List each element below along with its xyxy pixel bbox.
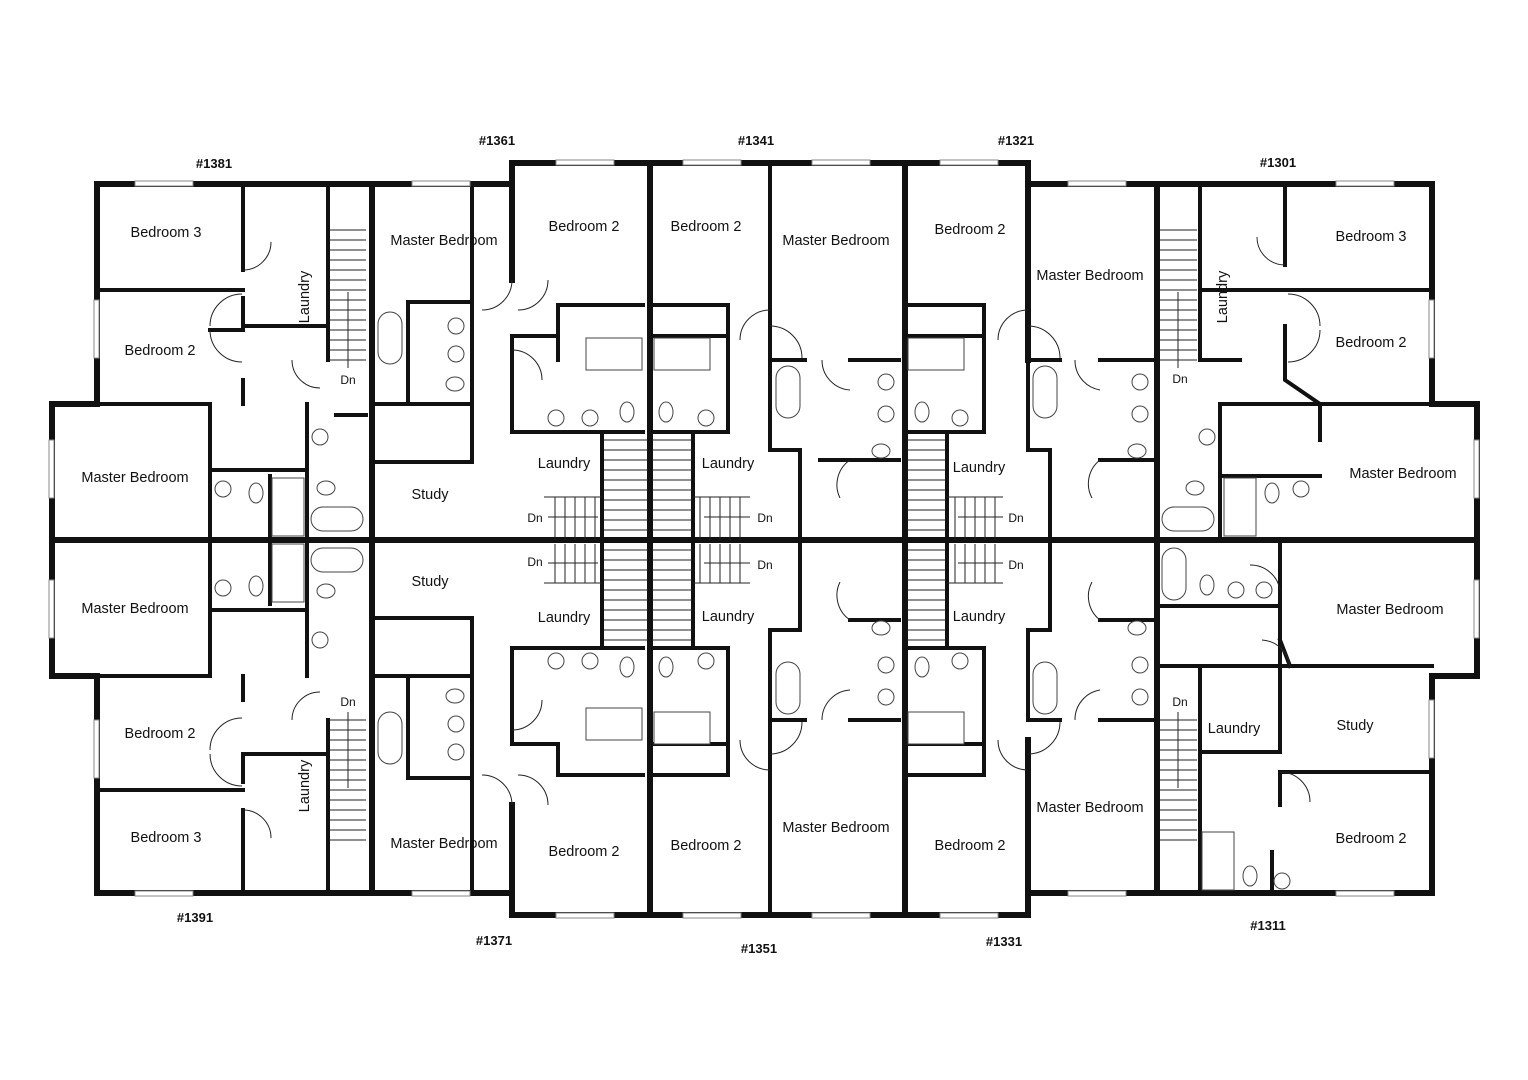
bathroom-fixtures <box>214 311 1310 891</box>
room-label: Laundry <box>1215 270 1231 323</box>
unit-number: #1371 <box>476 933 512 948</box>
stairs <box>330 229 1197 841</box>
unit-number-labels: #1381 #1361 #1341 #1321 #1301 #1391 #137… <box>177 133 1296 956</box>
room-label: Laundry <box>297 759 313 812</box>
stair-dn-label: Dn <box>1172 695 1187 709</box>
stair-dn-label: Dn <box>757 558 772 572</box>
room-label: Laundry <box>702 456 755 472</box>
room-label: Bedroom 2 <box>549 844 620 860</box>
room-label: Master Bedroom <box>1336 602 1443 618</box>
room-label: Bedroom 2 <box>1336 335 1407 351</box>
stair-dn-label: Dn <box>1172 372 1187 386</box>
room-label: Bedroom 2 <box>671 219 742 235</box>
unit-number: #1311 <box>1250 918 1285 933</box>
unit-number: #1391 <box>177 910 213 925</box>
room-label: Laundry <box>538 610 591 626</box>
unit-number: #1351 <box>741 941 777 956</box>
room-label: Laundry <box>953 460 1006 476</box>
room-label: Master Bedroom <box>81 601 188 617</box>
stair-dn-label: Dn <box>340 695 355 709</box>
room-label: Master Bedroom <box>782 233 889 249</box>
room-label: Master Bedroom <box>390 836 497 852</box>
room-label: Bedroom 3 <box>131 225 202 241</box>
stair-dn-label: Dn <box>340 373 355 387</box>
stair-dn-label: Dn <box>527 555 542 569</box>
walls <box>49 160 1480 918</box>
unit-number: #1341 <box>738 133 774 148</box>
door-swings <box>209 236 1321 839</box>
stair-dn-label: Dn <box>1008 558 1023 572</box>
unit-number: #1381 <box>196 156 232 171</box>
room-label: Master Bedroom <box>390 233 497 249</box>
room-label: Laundry <box>1208 721 1261 737</box>
unit-number: #1361 <box>479 133 515 148</box>
stair-dn-label: Dn <box>1008 511 1023 525</box>
room-label: Laundry <box>702 609 755 625</box>
room-label: Master Bedroom <box>1349 466 1456 482</box>
stair-down-labels: Dn Dn Dn Dn Dn Dn Dn Dn Dn Dn <box>340 372 1187 709</box>
unit-number: #1301 <box>1260 155 1296 170</box>
room-label: Bedroom 2 <box>935 838 1006 854</box>
room-label: Bedroom 2 <box>1336 831 1407 847</box>
unit-number: #1331 <box>986 934 1022 949</box>
room-label: Master Bedroom <box>81 470 188 486</box>
room-label: Bedroom 2 <box>125 726 196 742</box>
room-label: Laundry <box>953 609 1006 625</box>
room-label: Master Bedroom <box>782 820 889 836</box>
unit-number: #1321 <box>998 133 1034 148</box>
room-label: Master Bedroom <box>1036 800 1143 816</box>
room-label: Bedroom 2 <box>549 219 620 235</box>
room-label: Laundry <box>538 456 591 472</box>
room-label: Bedroom 3 <box>131 830 202 846</box>
room-labels: Bedroom 3 Bedroom 2 Laundry Master Bedro… <box>81 219 1456 860</box>
room-label: Bedroom 2 <box>935 222 1006 238</box>
stair-dn-label: Dn <box>757 511 772 525</box>
room-label: Study <box>411 574 449 590</box>
room-label: Bedroom 2 <box>671 838 742 854</box>
room-label: Bedroom 2 <box>125 343 196 359</box>
room-label: Study <box>411 487 449 503</box>
room-label: Bedroom 3 <box>1336 229 1407 245</box>
stair-dn-label: Dn <box>527 511 542 525</box>
room-label: Master Bedroom <box>1036 268 1143 284</box>
windows <box>48 159 1480 919</box>
room-label: Laundry <box>297 270 313 323</box>
room-label: Study <box>1336 718 1374 734</box>
